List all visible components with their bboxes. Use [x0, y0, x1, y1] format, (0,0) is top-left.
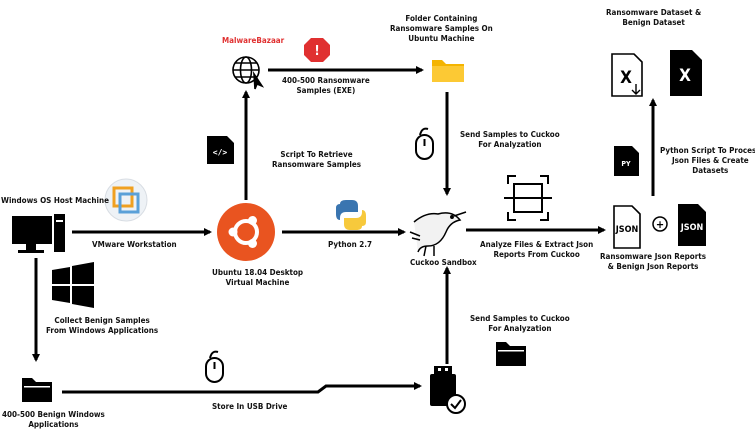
- py-file-icon: PY: [614, 146, 639, 176]
- python-script-label: Python Script To Process Json Files & Cr…: [660, 146, 755, 176]
- ubuntu-icon: [217, 203, 275, 261]
- ubuntu-label-line1: Ubuntu 18.04 Desktop: [212, 268, 304, 277]
- folder-yellow-icon: [432, 60, 464, 82]
- json-reports-label: Ransomware Json Reports & Benign Json Re…: [600, 252, 706, 272]
- json-file-icon-outline: JSON: [613, 205, 641, 249]
- mouse-icon-top: [415, 127, 434, 160]
- excel-file-icon-outline: X: [611, 53, 643, 97]
- arrow-benign-to-usb: [62, 382, 422, 394]
- cuckoo-bird-icon: [409, 211, 467, 257]
- script-retrieve-line1: Script To Retrieve: [280, 150, 353, 159]
- send-cuckoo-top-label: Send Samples to Cuckoo For Analyzation: [460, 130, 560, 150]
- send-cuckoo-bottom-line1: Send Samples to Cuckoo: [470, 314, 570, 323]
- benign-windows-label: 400-500 Benign Windows Applications: [2, 410, 105, 430]
- python-script-line2: Json Files & Create: [671, 156, 749, 165]
- py-glyph: PY: [621, 160, 631, 168]
- plus-icon: +: [652, 216, 668, 232]
- malwarebazaar-label: MalwareBazaar: [222, 36, 285, 45]
- plus-glyph: +: [656, 218, 664, 231]
- json-reports-line1: Ransomware Json Reports: [600, 252, 707, 261]
- scan-icon: [504, 175, 552, 221]
- python-label: Python 2.7: [328, 240, 373, 249]
- vmware-label: VMware Workstation: [92, 240, 177, 249]
- globe-icon: [232, 56, 265, 90]
- python-script-line1: Python Script To Process: [660, 146, 755, 155]
- samples-exe-line2: Samples (EXE): [296, 86, 356, 95]
- cuckoo-label: Cuckoo Sandbox: [410, 258, 477, 267]
- windows-host-label: Windows OS Host Machine: [1, 196, 109, 205]
- script-retrieve-label: Script To Retrieve Ransomware Samples: [272, 150, 361, 170]
- analyze-label: Analyze Files & Extract Json Reports Fro…: [480, 240, 593, 260]
- send-cuckoo-bottom-label: Send Samples to Cuckoo For Analyzation: [470, 314, 570, 334]
- send-cuckoo-top-line2: For Analyzation: [478, 140, 542, 149]
- vmware-icon: [104, 178, 148, 222]
- dataset-line1: Ransomware Dataset &: [606, 8, 702, 17]
- windows-logo-icon: [52, 262, 94, 308]
- send-cuckoo-bottom-line2: For Analyzation: [488, 324, 552, 333]
- folder-ubuntu-line3: Ubuntu Machine: [408, 34, 475, 43]
- usb-drive-icon: [430, 366, 466, 414]
- collect-benign-line2: From Windows Applications: [46, 326, 159, 335]
- samples-exe-line1: 400-500 Ransomware: [282, 76, 370, 85]
- collect-benign-label: Collect Benign Samples From Windows Appl…: [46, 316, 158, 336]
- excel-glyph-filled: X: [679, 66, 691, 86]
- benign-windows-line1: 400-500 Benign Windows: [2, 410, 105, 419]
- json-reports-line2: & Benign Json Reports: [607, 262, 699, 271]
- json-file-icon-filled: JSON: [678, 204, 706, 246]
- dataset-label: Ransomware Dataset & Benign Dataset: [606, 8, 701, 28]
- analyze-line1: Analyze Files & Extract Json: [480, 240, 594, 249]
- store-usb-label: Store In USB Drive: [212, 402, 288, 411]
- script-retrieve-line2: Ransomware Samples: [272, 160, 362, 169]
- send-cuckoo-top-line1: Send Samples to Cuckoo: [460, 130, 560, 139]
- python-script-line3: Datasets: [692, 166, 729, 175]
- json-glyph-filled: JSON: [680, 223, 704, 233]
- analyze-line2: Reports From Cuckoo: [493, 250, 580, 259]
- computer-icon: [12, 214, 65, 253]
- folder-black-icon-benign: [22, 378, 52, 402]
- benign-windows-line2: Applications: [28, 420, 79, 429]
- folder-ubuntu-label: Folder Containing Ransomware Samples On …: [390, 14, 493, 44]
- code-file-icon: </>: [207, 136, 234, 164]
- excel-glyph-outline: X: [620, 68, 632, 88]
- folder-ubuntu-line1: Folder Containing: [405, 14, 478, 23]
- code-glyph: </>: [213, 148, 228, 157]
- excel-file-icon-filled: X: [670, 50, 702, 96]
- warning-icon: !: [304, 38, 330, 62]
- json-glyph-outline: JSON: [615, 225, 639, 235]
- samples-exe-label: 400-500 Ransomware Samples (EXE): [282, 76, 370, 96]
- folder-black-icon-usb: [496, 342, 526, 366]
- python-icon: [336, 200, 366, 230]
- ubuntu-label: Ubuntu 18.04 Desktop Virtual Machine: [212, 268, 303, 288]
- dataset-line2: Benign Dataset: [622, 18, 685, 27]
- collect-benign-line1: Collect Benign Samples: [54, 316, 150, 325]
- warning-glyph: !: [314, 44, 319, 59]
- mouse-icon-bottom: [205, 350, 224, 383]
- folder-ubuntu-line2: Ransomware Samples On: [390, 24, 493, 33]
- ubuntu-label-line2: Virtual Machine: [225, 278, 290, 287]
